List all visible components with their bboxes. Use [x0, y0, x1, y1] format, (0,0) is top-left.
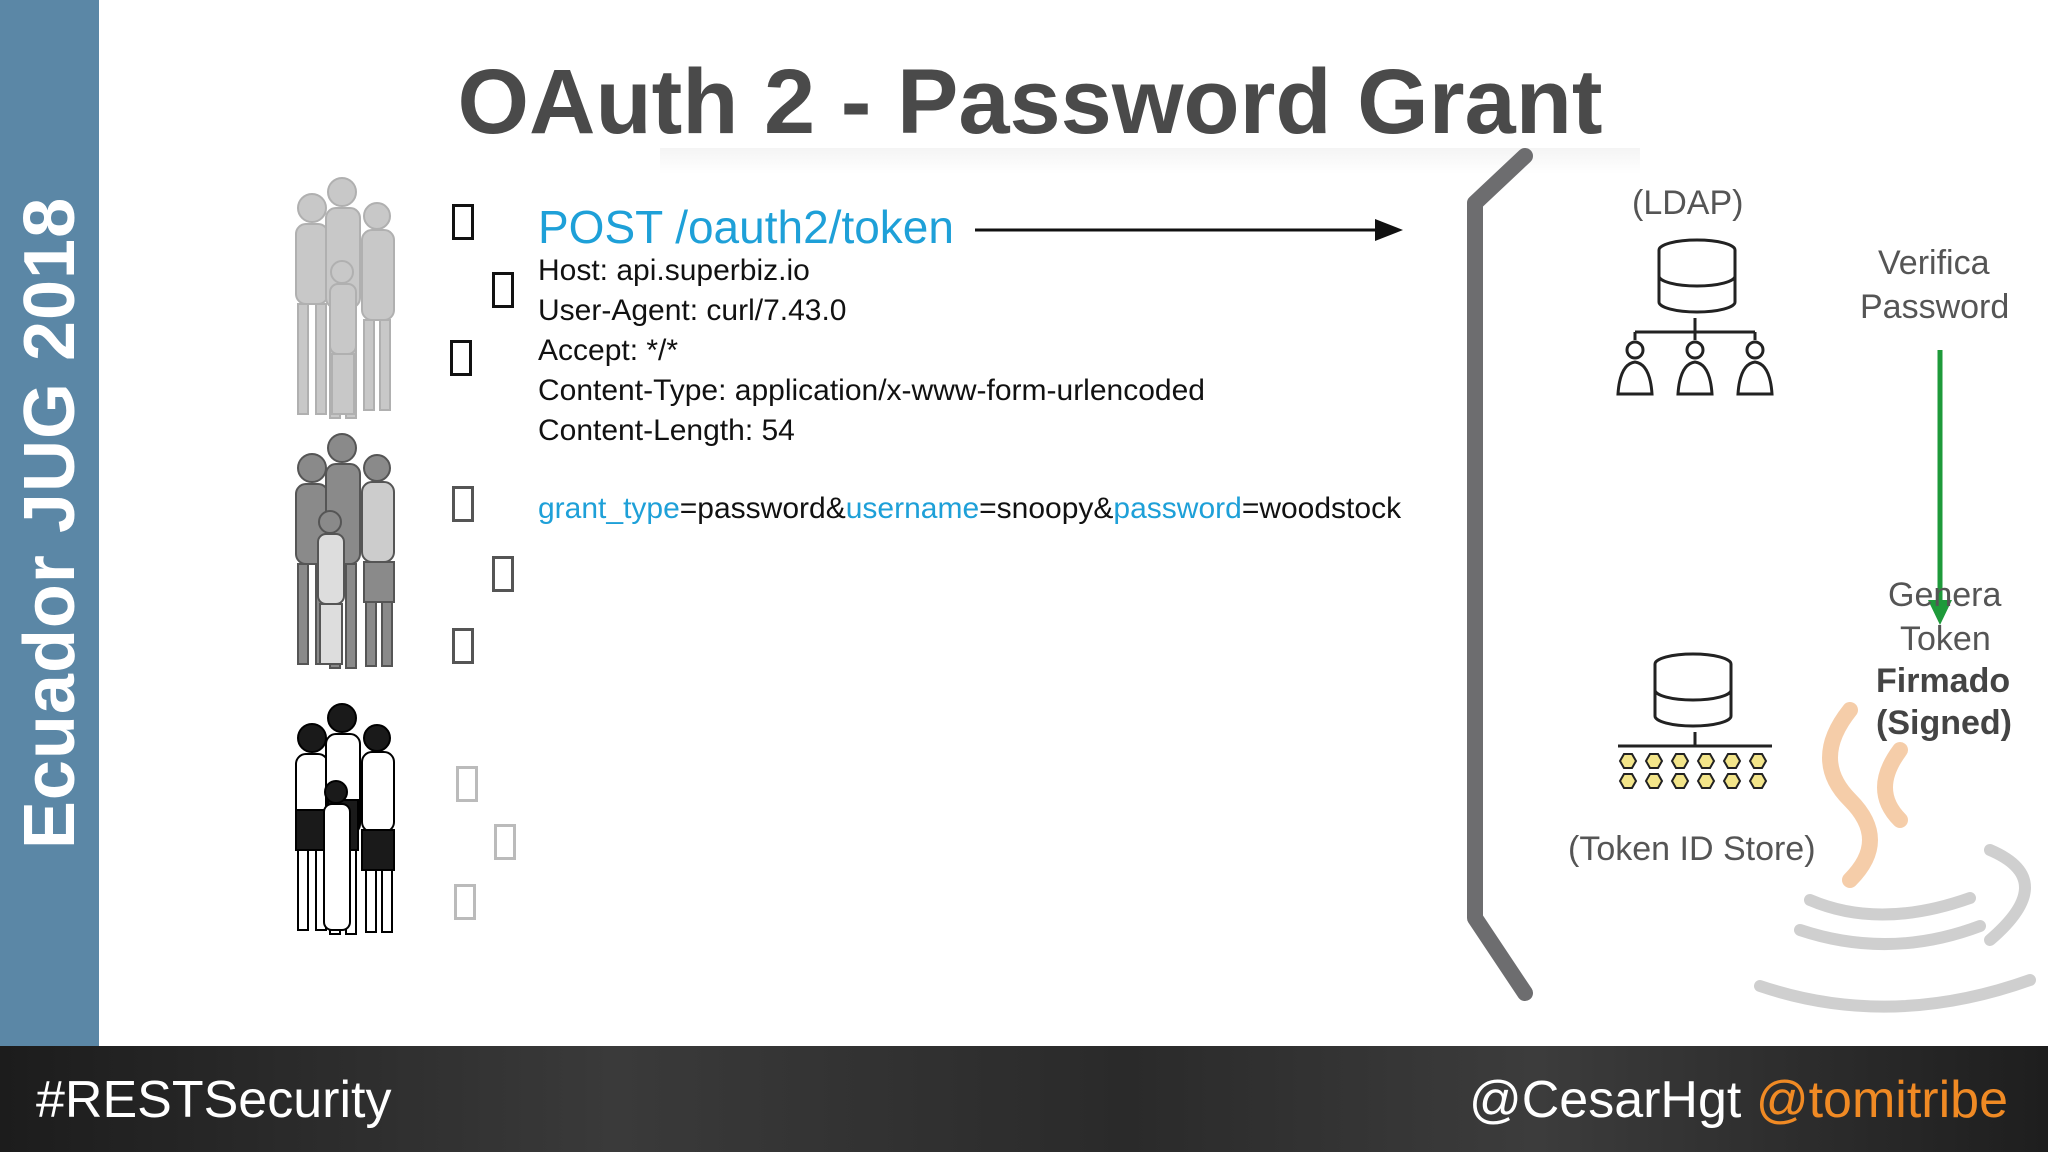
- users-icon: [1616, 318, 1774, 396]
- footer-bar: [0, 1046, 2048, 1152]
- generate-label-line2: Token: [1900, 620, 1991, 658]
- footer-hashtag: #RESTSecurity: [36, 1071, 392, 1129]
- request-body: grant_type=password&username=snoopy&pass…: [538, 492, 1401, 526]
- sidebar-event-label: Ecuador JUG 2018: [10, 196, 90, 850]
- generate-label-line4: (Signed): [1876, 704, 2012, 742]
- speaker-handle: @CesarHgt: [1468, 1071, 1742, 1129]
- body-key: username: [845, 492, 980, 525]
- generate-label-line3: Firmado: [1876, 662, 2011, 700]
- missing-glyph-icon: [494, 824, 516, 860]
- ldap-label: (LDAP): [1632, 184, 1744, 222]
- body-value: =password&: [679, 492, 846, 525]
- family-light-icon: [295, 177, 395, 419]
- slide-title: OAuth 2 - Password Grant: [457, 51, 1603, 153]
- missing-glyph-icon: [492, 272, 514, 308]
- verify-label-line2: Password: [1860, 288, 2010, 326]
- generate-label-line1: Genera: [1888, 576, 2002, 614]
- bracket-icon: [1467, 148, 1533, 1001]
- missing-glyph-icon: [454, 884, 476, 920]
- family-mid-icon: [295, 433, 395, 669]
- request-header: User-Agent: curl/7.43.0: [538, 294, 847, 327]
- database-icon: [1657, 238, 1737, 314]
- footer-handles: @CesarHgt @tomitribe: [1469, 1070, 2008, 1130]
- body-value: =snoopy&: [979, 492, 1114, 525]
- body-key: grant_type: [538, 492, 680, 525]
- database-icon: [1653, 652, 1733, 728]
- missing-glyph-icon: [450, 340, 472, 376]
- missing-glyph-icon: [456, 766, 478, 802]
- missing-glyph-icon: [492, 556, 514, 592]
- title-underline: [660, 148, 1640, 174]
- missing-glyph-icon: [452, 628, 474, 664]
- token-store-label: (Token ID Store): [1568, 830, 1816, 868]
- java-logo-icon: [1754, 702, 2036, 1013]
- body-key: password: [1113, 492, 1242, 525]
- request-header: Content-Type: application/x-www-form-url…: [538, 374, 1205, 407]
- request-header: Accept: */*: [538, 334, 679, 367]
- sidebar-band: Ecuador JUG 2018: [0, 0, 99, 1046]
- missing-glyph-icon: [452, 486, 474, 522]
- honeycomb-icon: [1618, 732, 1772, 789]
- request-header: Content-Length: 54: [538, 414, 795, 447]
- body-value: =woodstock: [1241, 492, 1402, 525]
- request-header: Host: api.superbiz.io: [538, 254, 810, 287]
- company-handle: @tomitribe: [1755, 1071, 2008, 1129]
- missing-glyph-icon: [452, 204, 474, 240]
- verify-label-line1: Verifica: [1878, 244, 1990, 282]
- arrow-down-icon: [1928, 350, 1952, 625]
- family-dark-icon: [295, 703, 395, 935]
- request-line: POST /oauth2/token: [538, 201, 954, 253]
- arrow-right-icon: [975, 219, 1403, 241]
